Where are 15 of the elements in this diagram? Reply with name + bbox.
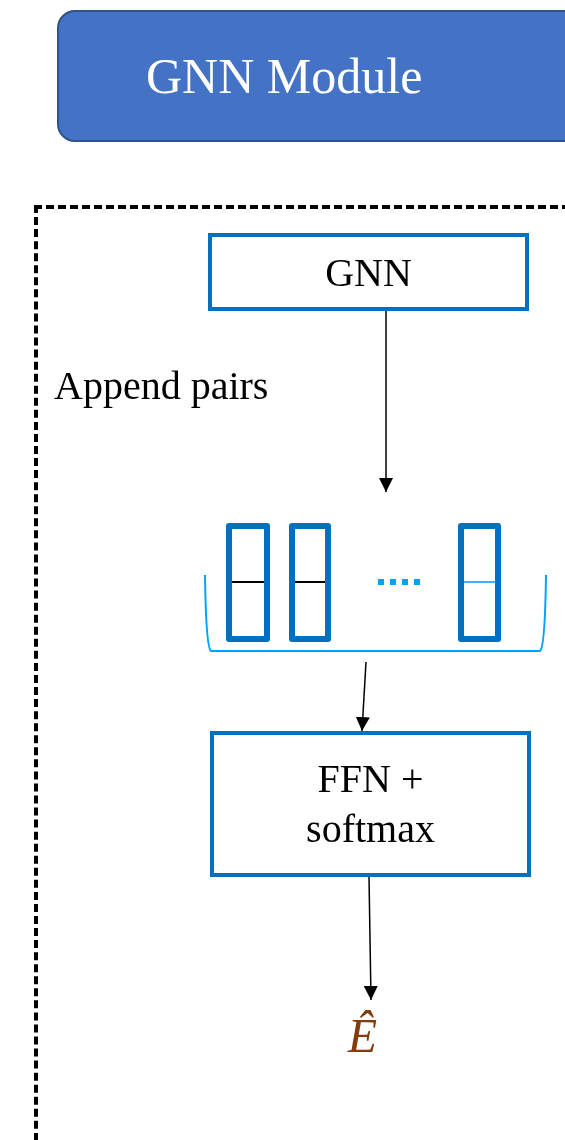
header-banner: [57, 10, 565, 142]
vector-cell: [226, 523, 270, 642]
vector-cell: [289, 523, 331, 642]
arrow: [379, 310, 393, 493]
vector-cell: [458, 523, 501, 642]
node-label: FFN + softmax: [305, 755, 436, 853]
output-label: Ê: [347, 1007, 378, 1063]
node-label: GNN Module: [146, 47, 423, 105]
step-label: Append pairs: [54, 362, 269, 409]
arrow: [363, 876, 378, 1001]
process-box: [210, 731, 531, 877]
dashed-frame: [34, 205, 565, 1140]
arrow: [355, 661, 370, 732]
process-box: [208, 233, 529, 311]
node-label: GNN: [325, 248, 412, 296]
